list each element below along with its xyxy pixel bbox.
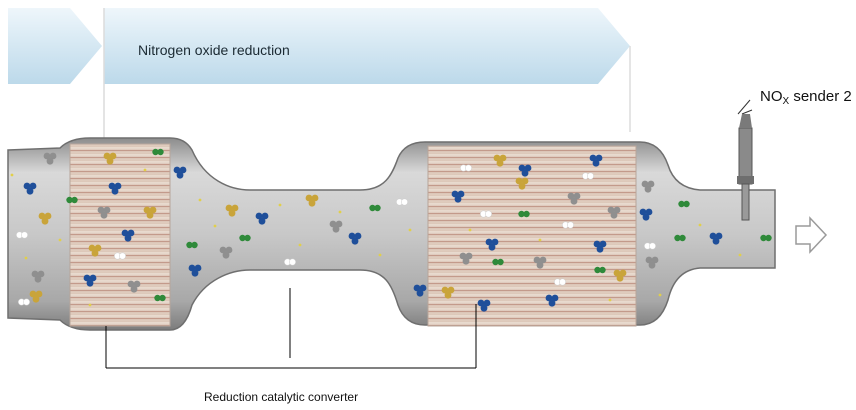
- catalyst-substrate-1: [69, 143, 171, 327]
- sensor-label-suffix: sender 2: [789, 88, 852, 105]
- nox-sensor-probe-icon: [737, 99, 754, 221]
- sensor-label-subscript: X: [782, 96, 790, 107]
- exhaust-molecules: [10, 148, 772, 312]
- catalyst-substrate-2: [427, 145, 637, 327]
- converter-bracket: [105, 288, 477, 369]
- banner-label: Nitrogen oxide reduction: [138, 42, 290, 58]
- nox-sensor-label: NOX sender 2: [760, 88, 852, 107]
- banner-arrows: [8, 8, 630, 84]
- converter-label: Reduction catalytic converter: [204, 390, 359, 404]
- sensor-label-prefix: NO: [760, 88, 783, 105]
- arrow-right-outline-icon: [795, 216, 828, 254]
